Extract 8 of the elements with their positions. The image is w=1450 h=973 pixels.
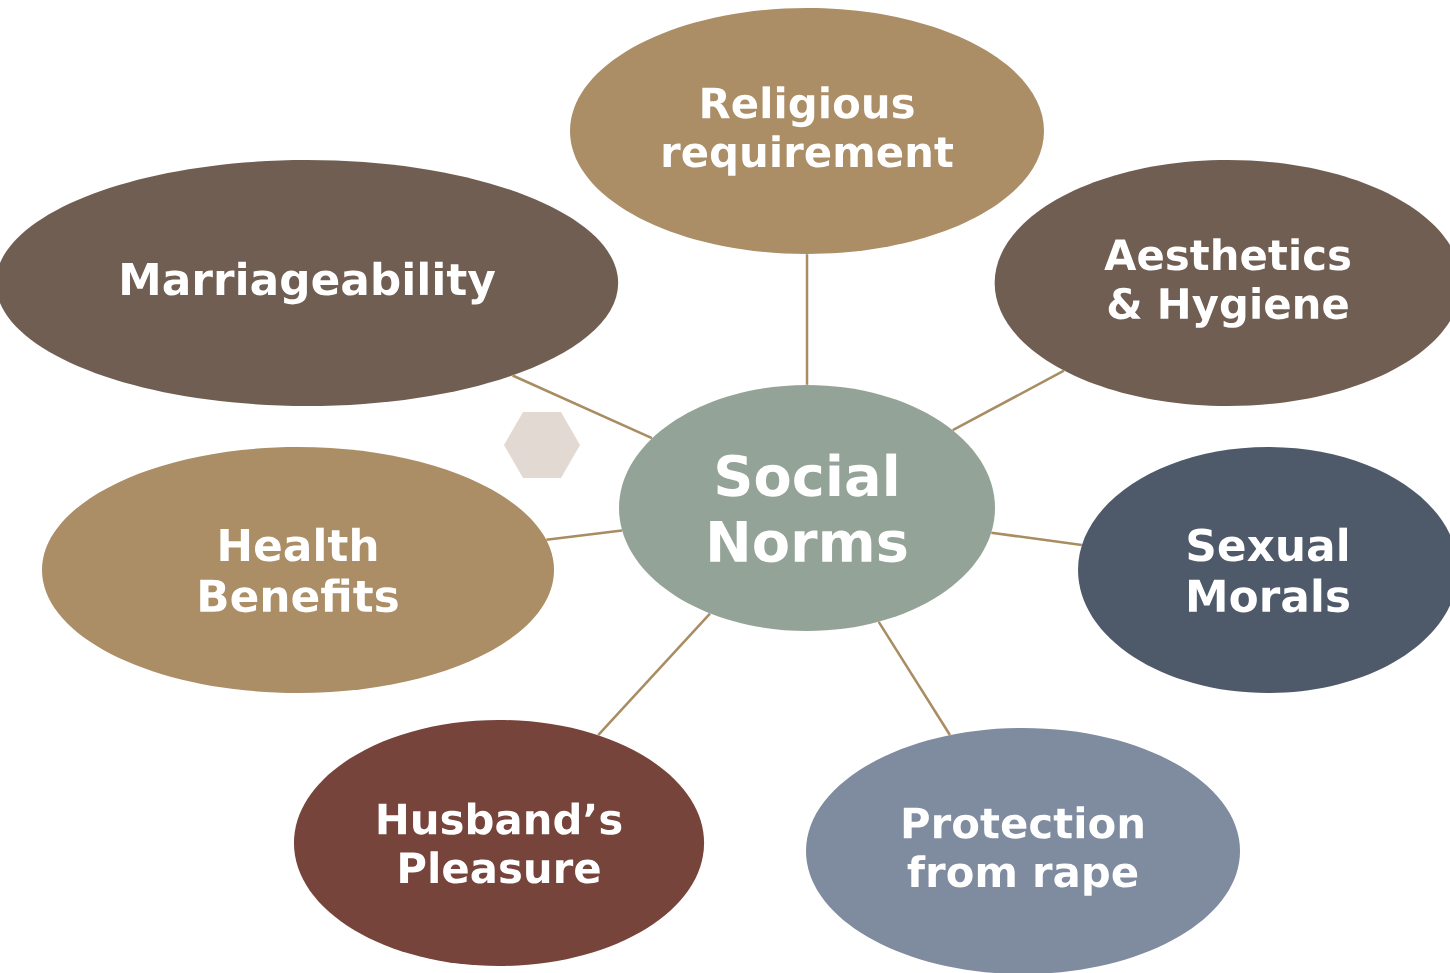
hexagon-shape xyxy=(504,412,580,478)
connector-line xyxy=(991,531,1082,547)
connector-line xyxy=(546,529,623,541)
connector-line xyxy=(597,612,711,736)
connector-line xyxy=(512,374,653,440)
connector-line xyxy=(805,254,809,385)
connector-line xyxy=(877,621,951,736)
connector-line xyxy=(952,369,1065,432)
